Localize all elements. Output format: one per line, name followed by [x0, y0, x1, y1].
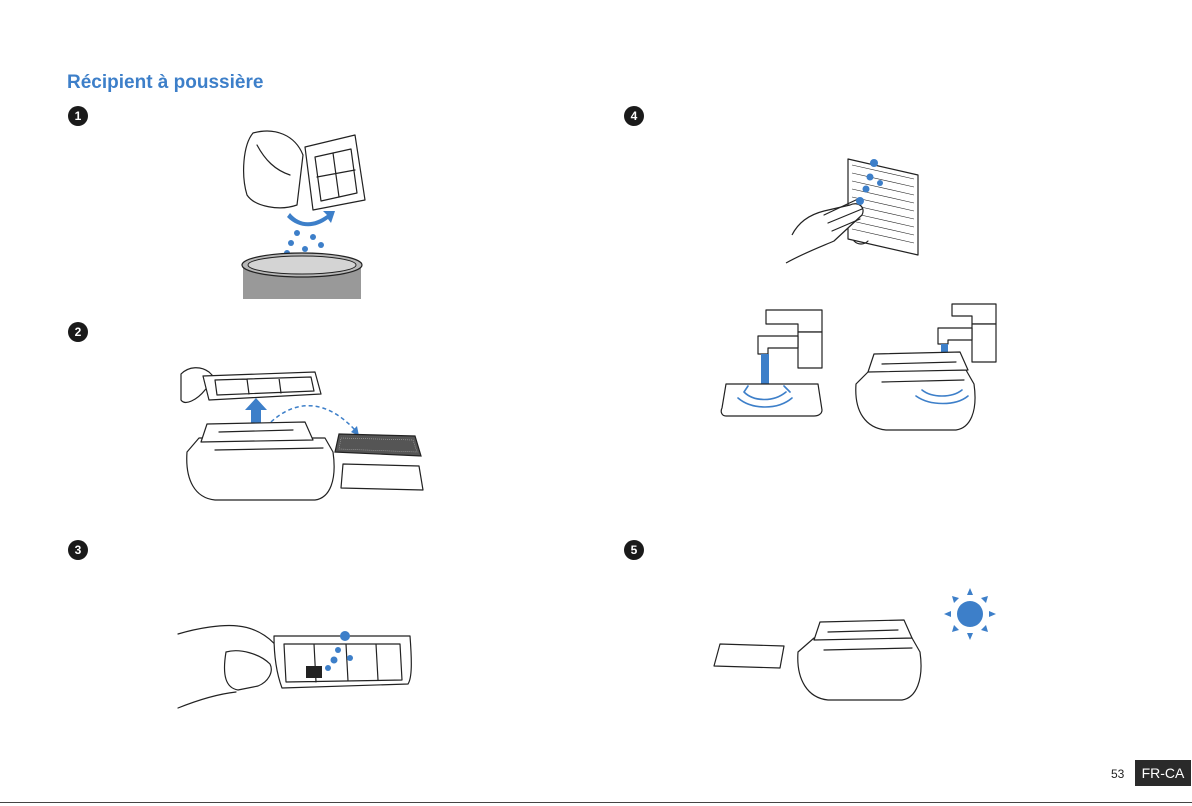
dust-particle	[877, 180, 883, 186]
page-title: Récipient à poussière	[67, 72, 263, 94]
sponge-pad	[714, 644, 784, 668]
faucet-body	[972, 324, 996, 362]
illustration-dry-pad	[712, 640, 786, 670]
brush-head	[306, 666, 322, 678]
illustration-dry-container	[794, 618, 938, 708]
filter-lid	[305, 135, 365, 210]
dust-particle	[302, 246, 308, 252]
dust-container-body	[856, 370, 975, 430]
removed-filter	[335, 434, 421, 456]
step-badge-3: 3	[68, 540, 88, 560]
faucet-spout	[758, 336, 798, 354]
dust-particle	[863, 186, 870, 193]
dust-particle	[318, 242, 324, 248]
dust-particle	[347, 655, 353, 661]
illustration-tap-filter	[784, 155, 924, 270]
arm-outline-bottom	[178, 692, 236, 708]
illustration-rinse-container	[852, 302, 1000, 438]
sun-icon	[940, 588, 1000, 644]
illustration-rinse-pad	[718, 302, 830, 424]
dust-particle	[867, 174, 874, 181]
illustration-remove-filter	[175, 360, 425, 508]
faucet-body	[798, 332, 822, 368]
trash-bin-opening	[248, 256, 356, 274]
dust-particle	[856, 197, 864, 205]
dust-particle	[325, 665, 331, 671]
sponge-pad	[341, 464, 423, 490]
footer-rule	[0, 802, 1192, 803]
dust-particle	[335, 647, 341, 653]
step-badge-5: 5	[624, 540, 644, 560]
dust-particle	[870, 159, 878, 167]
sponge-pad	[721, 384, 822, 416]
curved-arrow-icon	[287, 211, 335, 226]
dust-container-body	[798, 638, 921, 700]
dust-container-body	[187, 438, 334, 500]
step-badge-4: 4	[624, 106, 644, 126]
dust-particle	[331, 657, 338, 664]
dust-container-top	[201, 422, 313, 442]
dust-particle	[288, 240, 294, 246]
illustration-brush-container	[178, 622, 413, 712]
step-badge-1: 1	[68, 106, 88, 126]
faucet-spout	[938, 328, 972, 344]
dust-particle	[294, 230, 300, 236]
dust-particle	[310, 234, 316, 240]
page-number: 53	[1111, 767, 1124, 781]
arm-outline-top	[178, 625, 280, 652]
illustration-empty-dust-bin	[235, 125, 375, 303]
hand-shape	[244, 131, 303, 208]
language-badge: FR-CA	[1135, 760, 1191, 786]
sun-core	[957, 601, 983, 627]
faucet-handle	[952, 304, 996, 324]
faucet-handle	[766, 310, 822, 332]
filter-frame	[203, 372, 321, 400]
hand-shape	[225, 651, 272, 690]
step-badge-2: 2	[68, 322, 88, 342]
arrow-up-icon	[245, 398, 267, 424]
dust-particle	[340, 631, 350, 641]
